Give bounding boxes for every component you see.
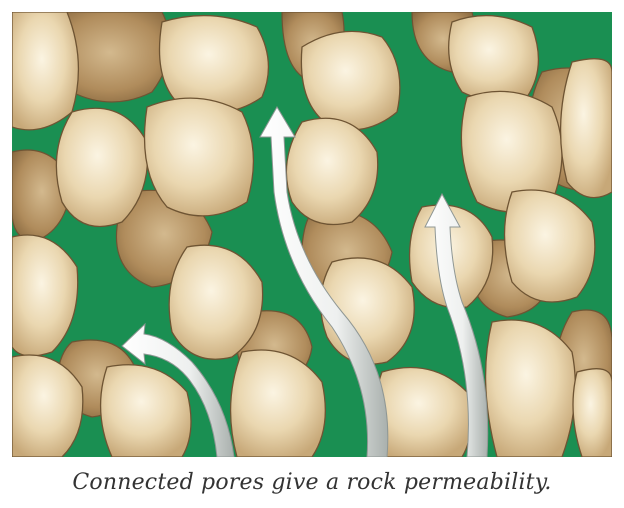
sand-grain [286,118,377,224]
permeability-illustration [12,12,612,457]
pore-space-diagram [12,12,612,457]
sand-grain [12,12,78,130]
sand-grain [561,59,612,198]
sand-grain [449,16,539,101]
sand-grain [573,369,612,457]
sand-grain [145,98,254,216]
figure-caption: Connected pores give a rock permeability… [0,470,624,495]
sand-grain [160,16,269,113]
sand-grain [486,320,576,457]
